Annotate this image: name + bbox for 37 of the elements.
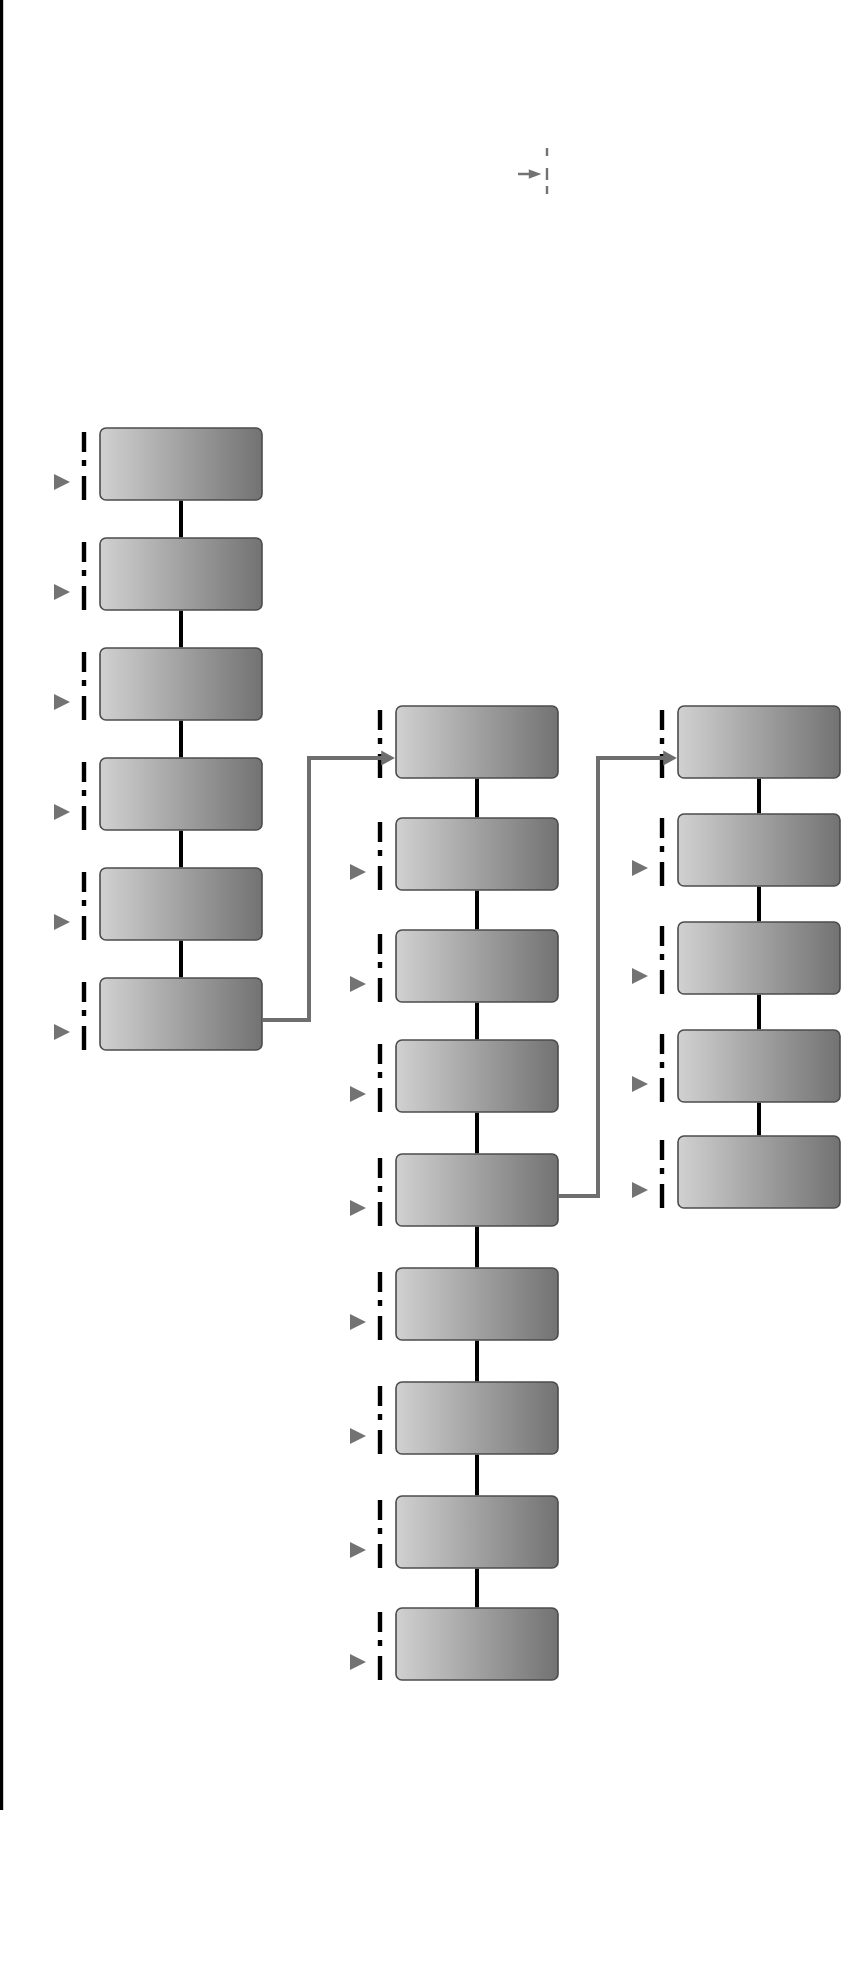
connector bbox=[475, 890, 479, 930]
connector bbox=[757, 1102, 761, 1136]
connector bbox=[475, 1002, 479, 1040]
connector bbox=[475, 1568, 479, 1608]
process-box bbox=[395, 1039, 559, 1113]
process-box bbox=[99, 977, 263, 1051]
process-box bbox=[395, 1267, 559, 1341]
connector bbox=[179, 720, 183, 758]
process-box bbox=[99, 537, 263, 611]
process-box bbox=[395, 1495, 559, 1569]
connector bbox=[475, 1112, 479, 1154]
process-box bbox=[395, 1607, 559, 1681]
process-box bbox=[395, 705, 559, 779]
process-box bbox=[677, 705, 841, 779]
process-box bbox=[395, 1381, 559, 1455]
connector bbox=[179, 830, 183, 868]
process-box bbox=[99, 867, 263, 941]
connector bbox=[475, 1454, 479, 1496]
process-box bbox=[99, 427, 263, 501]
connector bbox=[475, 1340, 479, 1382]
connector bbox=[757, 778, 761, 814]
process-box bbox=[677, 921, 841, 995]
connector bbox=[179, 940, 183, 978]
connector bbox=[179, 500, 183, 538]
process-box bbox=[99, 647, 263, 721]
connector bbox=[757, 994, 761, 1030]
process-box bbox=[677, 1135, 841, 1209]
connector bbox=[475, 1226, 479, 1268]
connector bbox=[475, 778, 479, 818]
process-box bbox=[677, 813, 841, 887]
process-box bbox=[395, 817, 559, 891]
process-box bbox=[99, 757, 263, 831]
connector bbox=[757, 886, 761, 922]
process-box bbox=[395, 929, 559, 1003]
process-box bbox=[395, 1153, 559, 1227]
connector bbox=[179, 610, 183, 648]
process-box bbox=[677, 1029, 841, 1103]
